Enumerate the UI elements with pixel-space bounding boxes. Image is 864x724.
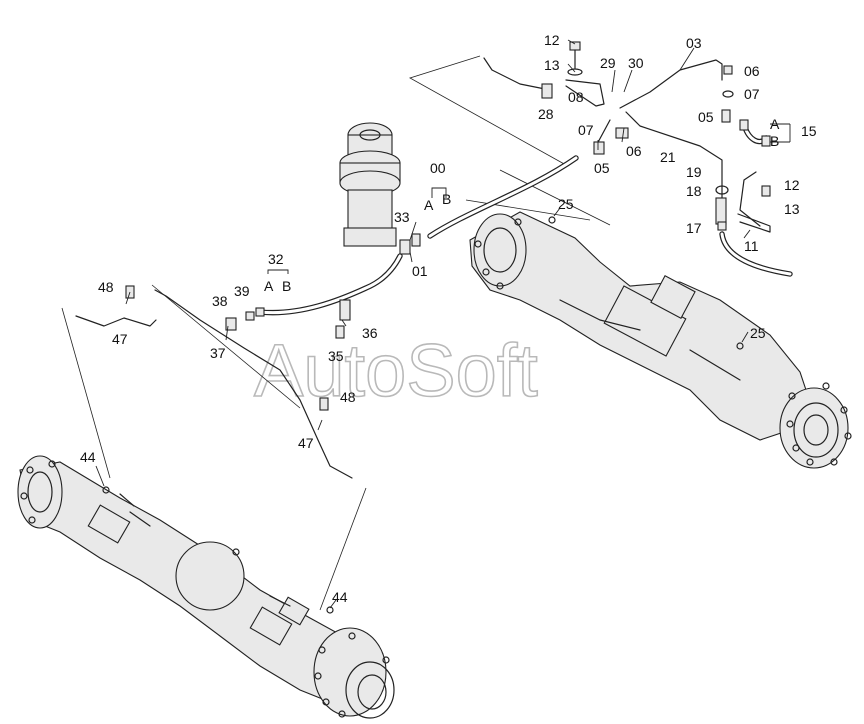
callout-21: 21 [660, 149, 676, 165]
callout-35: 35 [328, 348, 344, 364]
callout-47-left: 47 [112, 331, 128, 347]
callout-32: 32 [268, 251, 284, 267]
part-callouts: 12 13 29 30 03 06 07 05 08 28 07 06 05 A… [80, 32, 817, 605]
callout-48-center: 48 [340, 389, 356, 405]
callout-18: 18 [686, 183, 702, 199]
front-axle-assembly [17, 455, 395, 719]
rear-axle-assembly [469, 211, 852, 469]
front-axle-studs [20, 460, 390, 718]
callout-25-bottom: 25 [750, 325, 766, 341]
callout-00-b: B [442, 191, 451, 207]
callout-39: 39 [234, 283, 250, 299]
callout-32-b: B [282, 278, 291, 294]
callout-15-a: A [770, 116, 780, 132]
callout-11: 11 [744, 238, 759, 254]
callout-08: 08 [568, 89, 584, 105]
callout-32-a: A [264, 278, 274, 294]
callout-28: 28 [538, 106, 554, 122]
swivel-joint [339, 122, 401, 247]
fittings [102, 41, 771, 614]
callout-15-b: B [770, 133, 779, 149]
callout-30: 30 [628, 55, 644, 71]
watermark-text: AutoSoft [254, 329, 538, 412]
callout-29: 29 [600, 55, 616, 71]
callout-12-right: 12 [784, 177, 800, 193]
callout-19: 19 [686, 164, 702, 180]
callout-06-right: 06 [744, 63, 760, 79]
callout-12-top: 12 [544, 32, 560, 48]
callout-48-left: 48 [98, 279, 114, 295]
callout-07-right: 07 [744, 86, 760, 102]
callout-17: 17 [686, 220, 702, 236]
callout-47-center: 47 [298, 435, 314, 451]
callout-03: 03 [686, 35, 702, 51]
callout-44-bottom: 44 [332, 589, 348, 605]
leader-lines [95, 39, 791, 609]
callout-05-center: 05 [594, 160, 610, 176]
callout-00: 00 [430, 160, 446, 176]
callout-38: 38 [212, 293, 228, 309]
callout-37: 37 [210, 345, 226, 361]
callout-36: 36 [362, 325, 378, 341]
callout-13-right: 13 [784, 201, 800, 217]
rigid-pipes [75, 57, 761, 479]
callout-01: 01 [412, 263, 428, 279]
callout-05-right: 05 [698, 109, 714, 125]
callout-13-top: 13 [544, 57, 560, 73]
callout-15: 15 [801, 123, 817, 139]
callout-33: 33 [394, 209, 410, 225]
callout-00-a: A [424, 197, 434, 213]
callout-25-top: 25 [558, 196, 574, 212]
rear-axle-studs [474, 218, 852, 466]
callout-44-left: 44 [80, 449, 96, 465]
callout-07-center: 07 [578, 122, 594, 138]
callout-06-center: 06 [626, 143, 642, 159]
